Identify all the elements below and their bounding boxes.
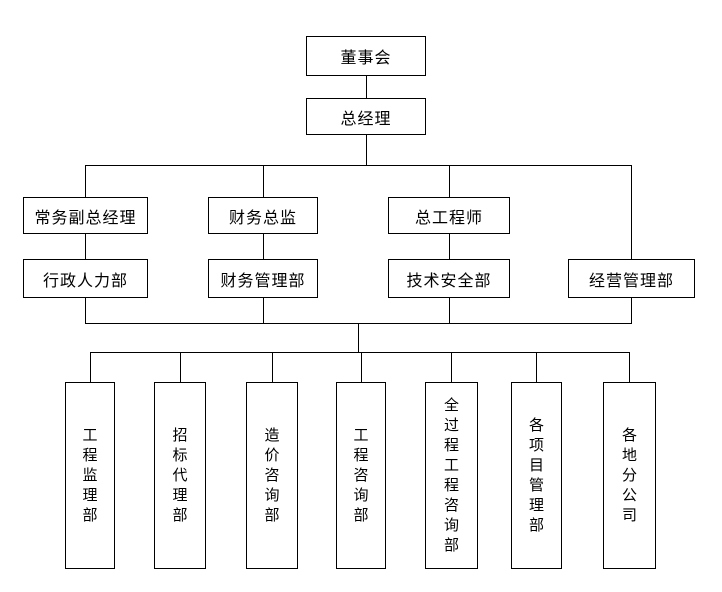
- connector-bus3-to-eng-consulting: [361, 352, 362, 382]
- connector-bus3-to-project-mgmt: [536, 352, 537, 382]
- node-general-manager: 总经理: [306, 98, 426, 135]
- connector-board-to-gm: [366, 76, 367, 98]
- connector-bus1-to-deputy-gm: [85, 165, 86, 197]
- node-label: 常务副总经理: [34, 209, 137, 227]
- node-engineering-consulting-dept: 工程咨询部: [336, 382, 386, 569]
- node-label: 技术安全部: [406, 272, 492, 290]
- connector-bus3-to-supervision: [90, 352, 91, 382]
- node-label: 财务总监: [228, 209, 297, 227]
- node-finance-director: 财务总监: [208, 197, 318, 234]
- node-regional-branches: 各地分公司: [603, 382, 656, 569]
- node-deputy-general-manager: 常务副总经理: [23, 197, 148, 234]
- node-label: 工程咨询部: [353, 427, 369, 524]
- connector-bus2-to-bus3: [358, 323, 359, 352]
- node-cost-consulting-dept: 造价咨询部: [246, 382, 298, 569]
- node-label: 招标代理部: [172, 427, 188, 524]
- node-operation-management-dept: 经营管理部: [568, 259, 695, 298]
- node-label: 财务管理部: [220, 272, 306, 290]
- node-technology-safety-dept: 技术安全部: [388, 259, 510, 298]
- connector-chief-engineer-to-tech-safety: [449, 234, 450, 259]
- node-label: 各项目管理部: [528, 417, 544, 534]
- connector-bus3-to-whole-process: [451, 352, 452, 382]
- node-label: 行政人力部: [42, 272, 128, 290]
- connector-bus1-to-operation-mgmt: [631, 165, 632, 259]
- node-chief-engineer: 总工程师: [388, 197, 510, 234]
- connector-bus1-to-chief-engineer: [449, 165, 450, 197]
- node-label: 总经理: [340, 110, 392, 128]
- connector-finance-director-to-finance-mgmt: [263, 234, 264, 259]
- bus3-line: [90, 352, 630, 353]
- connector-bus3-to-bidding: [180, 352, 181, 382]
- node-board-of-directors: 董事会: [306, 36, 426, 76]
- connector-deputy-gm-to-admin-hr: [85, 234, 86, 259]
- node-label: 总工程师: [414, 209, 483, 227]
- node-label: 工程监理部: [82, 427, 98, 524]
- connector-admin-hr-to-bus2: [85, 298, 86, 323]
- node-label: 造价咨询部: [264, 427, 280, 524]
- node-project-management-dept: 各项目管理部: [511, 382, 562, 569]
- connector-bus3-to-cost-consulting: [272, 352, 273, 382]
- connector-bus1-to-finance-director: [263, 165, 264, 197]
- node-label: 全过程工程咨询部: [443, 397, 459, 554]
- connector-gm-to-bus1: [366, 134, 367, 165]
- connector-bus3-to-branches: [629, 352, 630, 382]
- node-bidding-agency-dept: 招标代理部: [154, 382, 206, 569]
- connector-finance-mgmt-to-bus2: [263, 298, 264, 323]
- node-engineering-supervision-dept: 工程监理部: [65, 382, 115, 569]
- node-whole-process-consulting-dept: 全过程工程咨询部: [425, 382, 478, 569]
- node-admin-hr-dept: 行政人力部: [23, 259, 148, 298]
- node-finance-management-dept: 财务管理部: [208, 259, 318, 298]
- connector-tech-safety-to-bus2: [449, 298, 450, 323]
- bus1-line: [85, 165, 632, 166]
- node-label: 各地分公司: [621, 427, 637, 524]
- node-label: 董事会: [340, 50, 392, 67]
- connector-operation-mgmt-to-bus2: [631, 298, 632, 323]
- node-label: 经营管理部: [588, 272, 674, 290]
